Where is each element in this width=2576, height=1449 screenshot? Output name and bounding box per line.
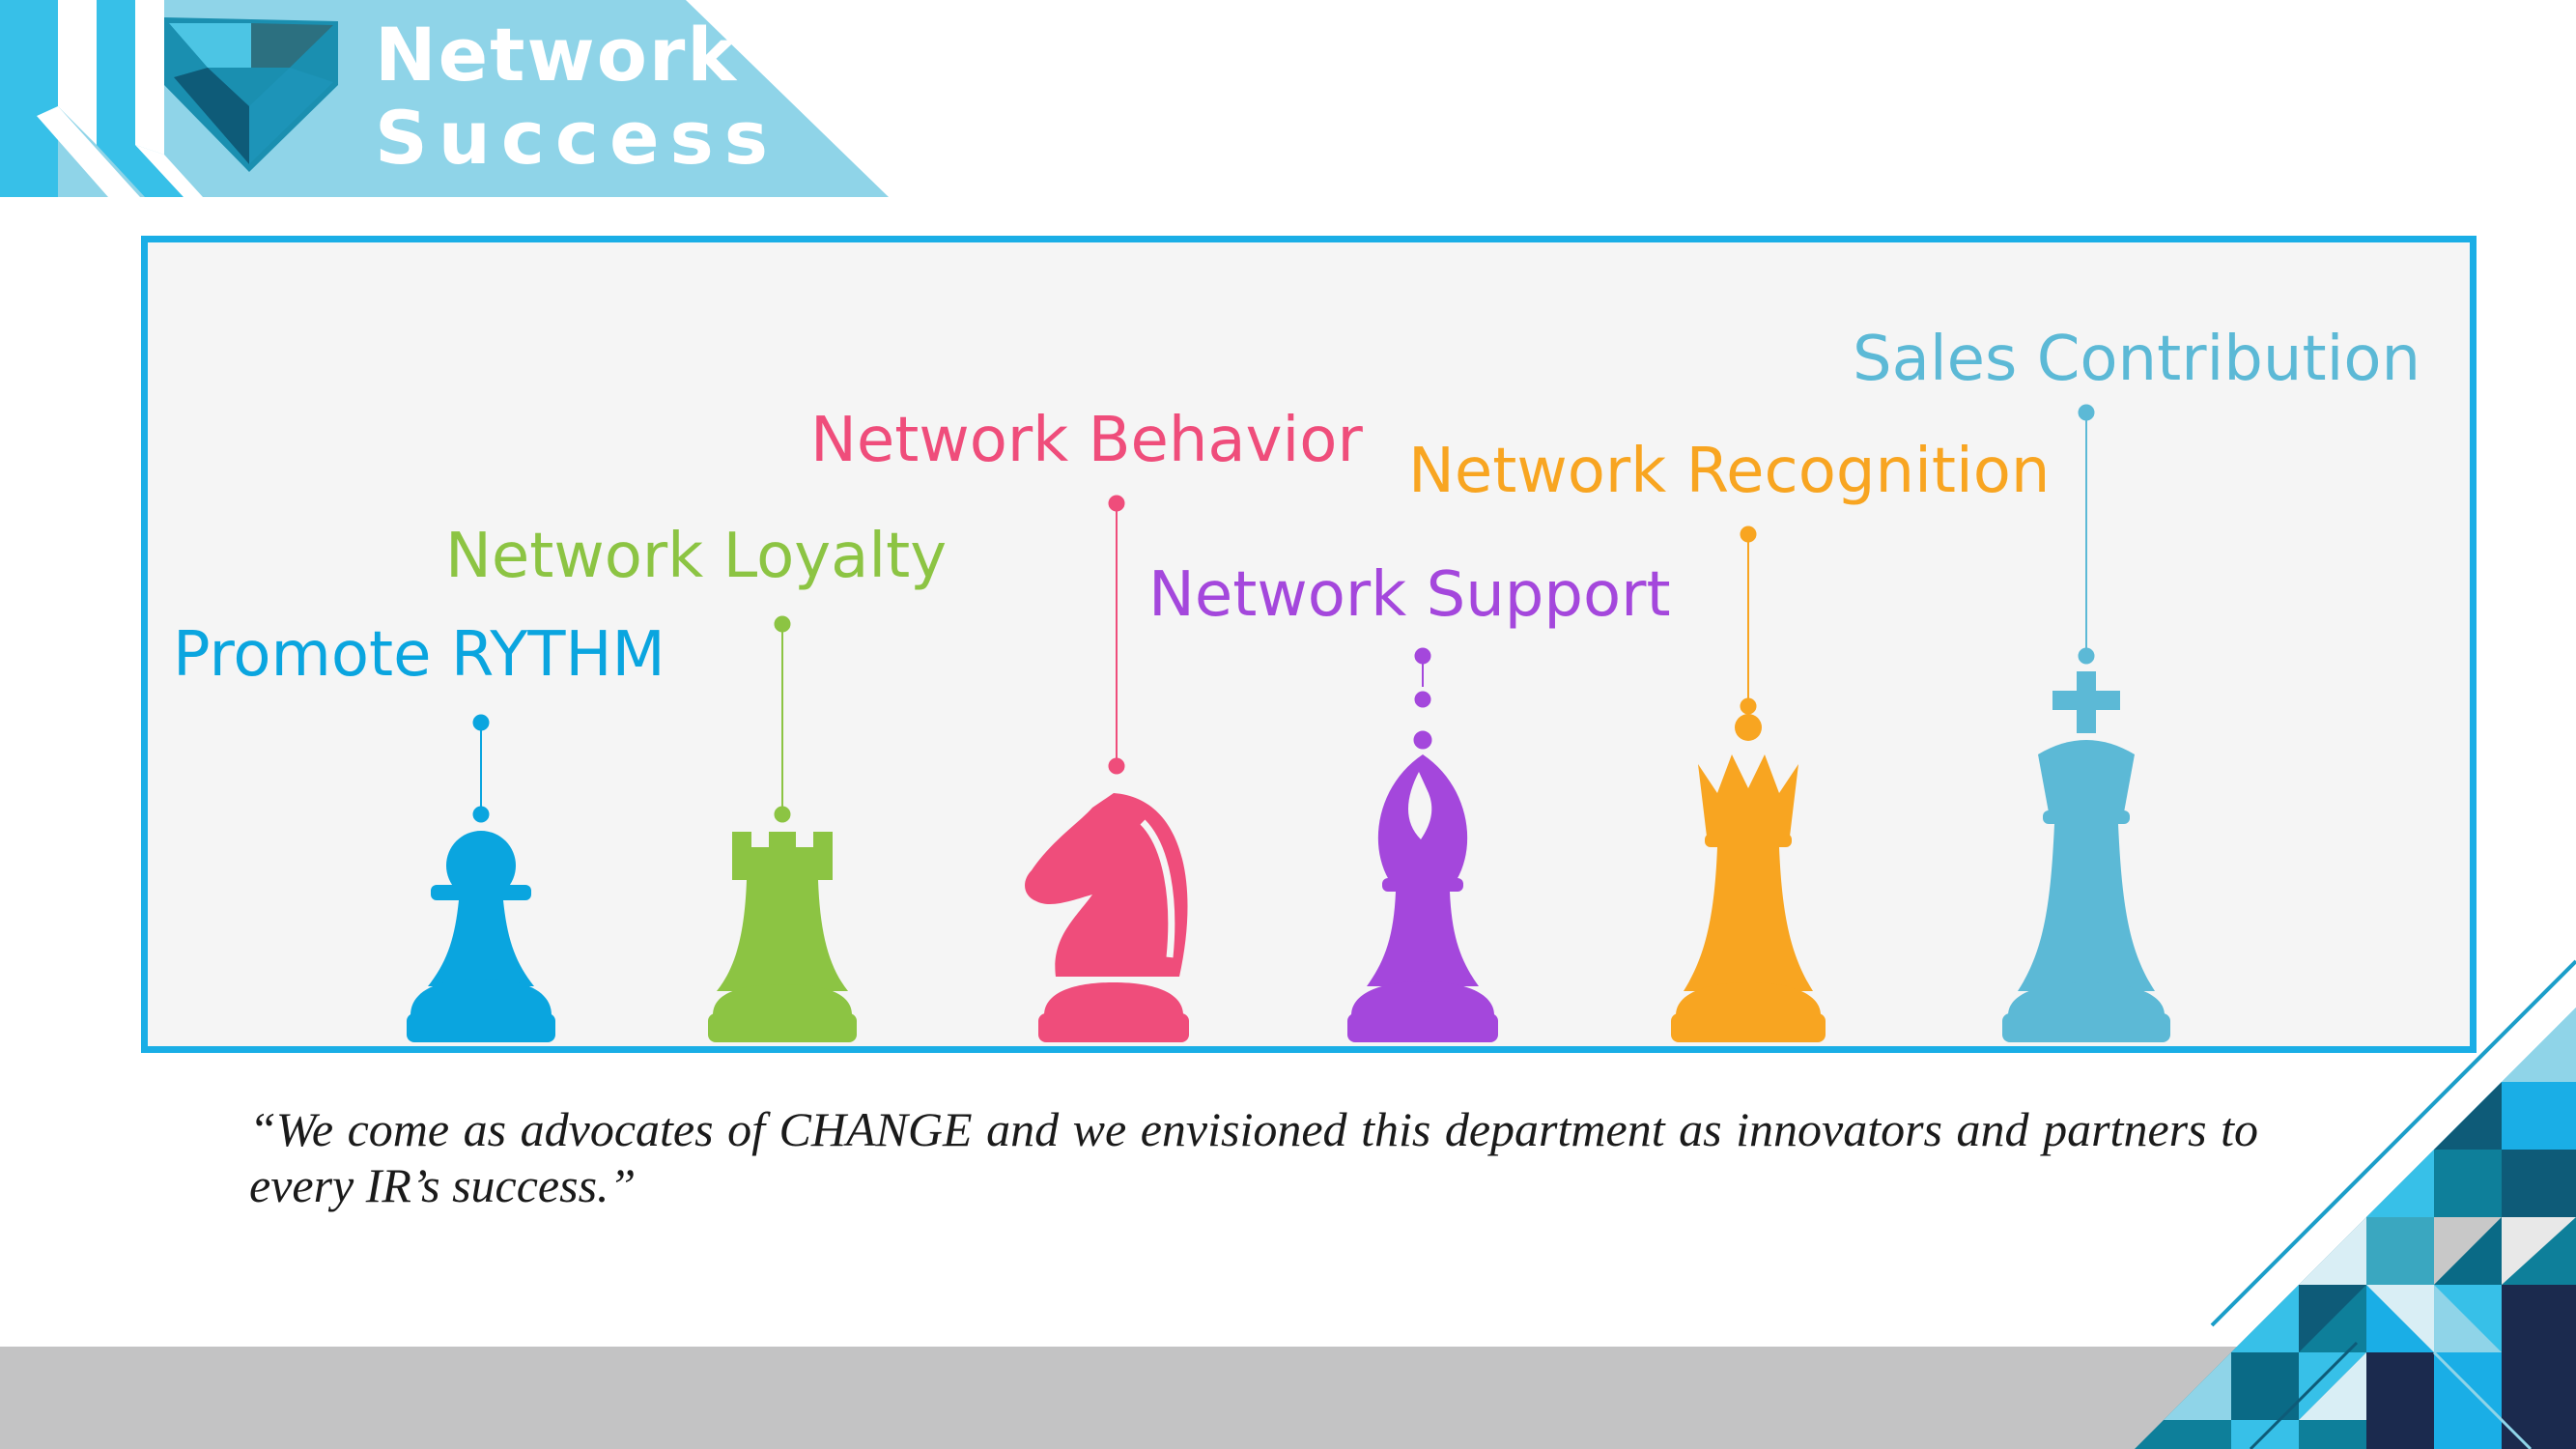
label-sales-contribution: Sales Contribution	[1853, 324, 2421, 395]
queen-piece-icon	[1671, 714, 1826, 1042]
brand-line1: Network	[375, 12, 738, 98]
label-network-support: Network Support	[1148, 559, 1671, 631]
connector-pawn	[472, 714, 490, 823]
connector-rook	[774, 615, 791, 823]
bottom-bar	[0, 1347, 2576, 1449]
label-network-loyalty: Network Loyalty	[445, 521, 948, 592]
bishop-piece-icon	[1347, 754, 1498, 1042]
connector-knight	[1108, 495, 1125, 775]
rook-piece-icon	[708, 832, 857, 1042]
brand-line2: Success	[375, 95, 778, 181]
mission-quote: “We come as advocates of CHANGE and we e…	[249, 1102, 2258, 1212]
chess-infographic: Promote RYTHM Network Loyalty Network Be…	[141, 236, 2477, 1053]
header-banner	[0, 0, 889, 197]
brand-wordmark: Network Success	[375, 14, 778, 180]
connector-bishop	[1413, 647, 1432, 750]
logo-icon	[164, 17, 338, 172]
connector-king	[2078, 404, 2095, 665]
connector-queen	[1740, 526, 1757, 715]
king-piece-icon	[2002, 671, 2170, 1042]
knight-piece-icon	[1025, 793, 1189, 1042]
pawn-piece-icon	[407, 831, 555, 1042]
label-network-recognition: Network Recognition	[1408, 436, 2051, 507]
label-promote-rythm: Promote RYTHM	[173, 619, 665, 691]
label-network-behavior: Network Behavior	[810, 405, 1363, 476]
